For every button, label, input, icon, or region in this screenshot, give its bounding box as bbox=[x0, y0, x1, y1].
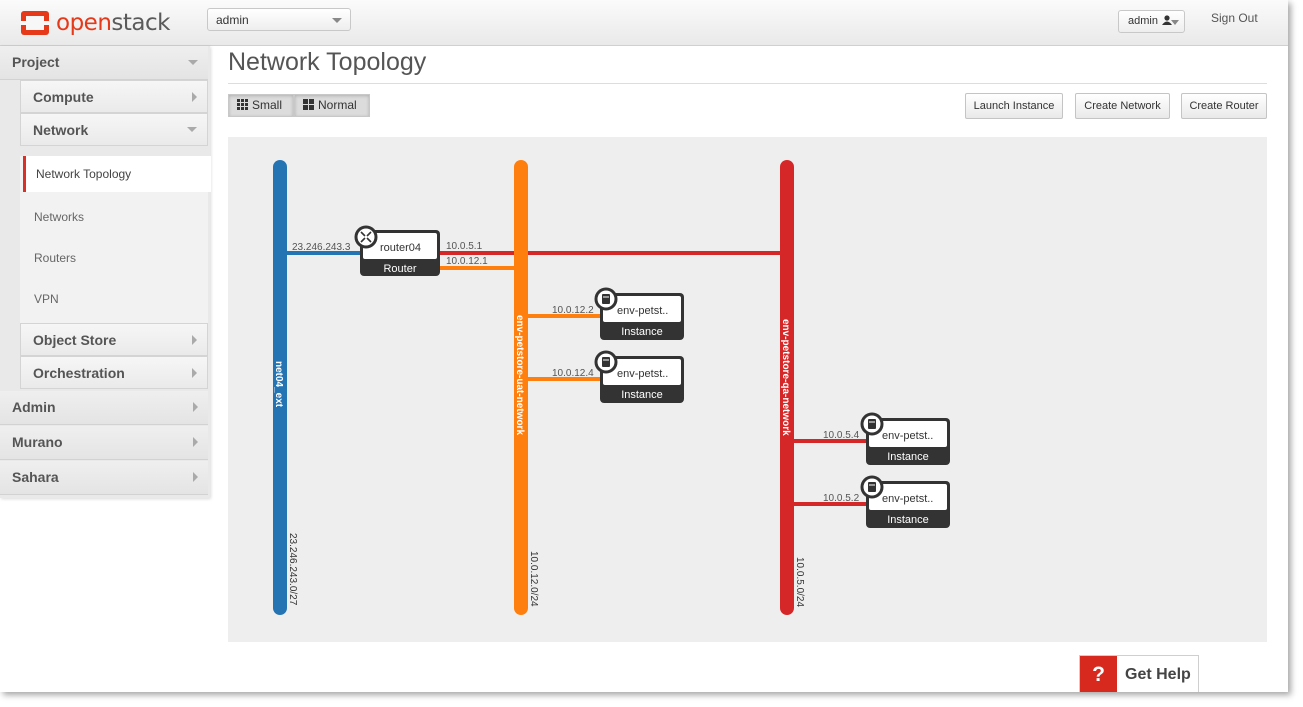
logo-text: openstack bbox=[56, 10, 170, 36]
ip-label: 10.0.12.1 bbox=[446, 256, 488, 267]
instance-node[interactable]: env-petst.. Instance bbox=[594, 350, 684, 403]
instance-name: env-petst.. bbox=[617, 368, 668, 380]
sidebar-panel-label: Network bbox=[33, 122, 89, 138]
sidebar-panel-network[interactable]: Network bbox=[20, 113, 208, 146]
router-type: Router bbox=[383, 263, 416, 275]
instance-type: Instance bbox=[887, 451, 929, 463]
network-cidr: 10.0.12.0/24 bbox=[528, 551, 539, 607]
user-icon bbox=[1162, 15, 1173, 25]
chevron-right-icon bbox=[193, 437, 198, 447]
sidebar-panel-orchestration[interactable]: Orchestration bbox=[20, 356, 208, 389]
network-name: env-petstore-qa-network bbox=[780, 319, 791, 436]
topology-canvas: net04_ext 23.246.243.0/27 env-petstore-u… bbox=[228, 137, 1267, 642]
view-small-toggle[interactable]: Small bbox=[228, 94, 294, 117]
chevron-down-icon bbox=[1171, 20, 1179, 25]
ip-label: 10.0.5.1 bbox=[446, 241, 483, 252]
chevron-down-icon bbox=[188, 60, 198, 65]
view-small-label: Small bbox=[252, 98, 283, 112]
sidebar-section-admin[interactable]: Admin bbox=[0, 391, 208, 425]
network-bar-qa[interactable]: env-petstore-qa-network 10.0.5.0/24 bbox=[780, 160, 805, 615]
openstack-logo-icon bbox=[20, 10, 50, 36]
chevron-right-icon bbox=[193, 472, 198, 482]
sidebar-panel-compute[interactable]: Compute bbox=[20, 80, 208, 113]
router-node[interactable]: router04 Router bbox=[354, 225, 440, 276]
create-network-button[interactable]: Create Network bbox=[1075, 93, 1170, 119]
chevron-right-icon bbox=[193, 402, 198, 412]
ip-label: 10.0.12.2 bbox=[552, 305, 594, 316]
network-bar-uat[interactable]: env-petstore-uat-network 10.0.12.0/24 bbox=[514, 160, 539, 615]
sidebar-panel-label: Orchestration bbox=[33, 365, 125, 381]
router-name: router04 bbox=[380, 242, 421, 254]
create-router-button[interactable]: Create Router bbox=[1181, 93, 1267, 119]
project-selector[interactable]: admin bbox=[207, 8, 351, 31]
sidebar: Project Compute Network Network Topology… bbox=[0, 46, 211, 498]
sidebar-section-label: Admin bbox=[12, 399, 56, 415]
sidebar-section-label: Project bbox=[12, 54, 60, 70]
instance-name: env-petst.. bbox=[882, 430, 933, 442]
sidebar-panel-label: Compute bbox=[33, 89, 94, 105]
ip-label: 10.0.5.2 bbox=[823, 493, 860, 504]
instance-node[interactable]: env-petst.. Instance bbox=[860, 412, 950, 465]
instance-node[interactable]: env-petst.. Instance bbox=[860, 475, 950, 528]
ip-label: 10.0.5.4 bbox=[823, 430, 860, 441]
instance-type: Instance bbox=[621, 389, 663, 401]
chevron-right-icon bbox=[192, 335, 197, 345]
sidebar-section-sahara[interactable]: Sahara bbox=[0, 461, 208, 495]
get-help-label: Get Help bbox=[1125, 666, 1191, 683]
sidebar-item-network-topology[interactable]: Network Topology bbox=[23, 156, 211, 192]
network-bar-net04-ext[interactable]: net04_ext 23.246.243.0/27 bbox=[273, 160, 298, 615]
server-icon bbox=[860, 475, 884, 499]
sidebar-section-label: Sahara bbox=[12, 469, 59, 485]
network-cidr: 23.246.243.0/27 bbox=[287, 533, 298, 606]
help-icon: ? bbox=[1080, 656, 1117, 692]
instance-name: env-petst.. bbox=[882, 493, 933, 505]
network-name: env-petstore-uat-network bbox=[514, 315, 525, 435]
launch-instance-button[interactable]: Launch Instance bbox=[965, 93, 1063, 119]
openstack-logo[interactable]: openstack bbox=[20, 9, 170, 37]
ip-label: 10.0.12.4 bbox=[552, 368, 594, 379]
app-window: openstack admin admin Sign Out Project C… bbox=[0, 0, 1288, 692]
chevron-right-icon bbox=[192, 92, 197, 102]
grid-small-icon bbox=[237, 99, 248, 110]
top-bar: openstack admin admin Sign Out bbox=[0, 0, 1288, 46]
sidebar-section-project[interactable]: Project bbox=[0, 46, 208, 80]
divider bbox=[228, 83, 1267, 84]
sidebar-panel-label: Object Store bbox=[33, 332, 117, 348]
grid-large-icon bbox=[303, 99, 314, 110]
sidebar-item-vpn[interactable]: VPN bbox=[23, 281, 208, 317]
sidebar-section-murano[interactable]: Murano bbox=[0, 426, 208, 460]
sidebar-item-networks[interactable]: Networks bbox=[23, 199, 208, 235]
view-normal-label: Normal bbox=[318, 98, 357, 112]
project-selector-value: admin bbox=[216, 13, 249, 27]
server-icon bbox=[594, 287, 618, 311]
chevron-right-icon bbox=[192, 368, 197, 378]
user-menu-button[interactable]: admin bbox=[1118, 10, 1185, 33]
router-icon bbox=[354, 225, 378, 249]
instance-type: Instance bbox=[887, 514, 929, 526]
chevron-down-icon bbox=[187, 127, 197, 132]
network-name: net04_ext bbox=[273, 361, 284, 408]
instance-type: Instance bbox=[621, 326, 663, 338]
server-icon bbox=[860, 412, 884, 436]
chevron-down-icon bbox=[332, 18, 342, 23]
network-cidr: 10.0.5.0/24 bbox=[794, 557, 805, 607]
get-help-button[interactable]: ? Get Help bbox=[1079, 655, 1199, 692]
instance-name: env-petst.. bbox=[617, 305, 668, 317]
sidebar-item-routers[interactable]: Routers bbox=[23, 240, 208, 276]
instance-node[interactable]: env-petst.. Instance bbox=[594, 287, 684, 340]
server-icon bbox=[594, 350, 618, 374]
sign-out-link[interactable]: Sign Out bbox=[1211, 11, 1258, 25]
sidebar-section-label: Murano bbox=[12, 434, 63, 450]
sidebar-panel-object-store[interactable]: Object Store bbox=[20, 323, 208, 356]
view-normal-toggle[interactable]: Normal bbox=[294, 94, 370, 117]
ip-label: 23.246.243.3 bbox=[292, 242, 351, 253]
page-title: Network Topology bbox=[228, 48, 427, 76]
user-menu-label: admin bbox=[1128, 15, 1158, 27]
